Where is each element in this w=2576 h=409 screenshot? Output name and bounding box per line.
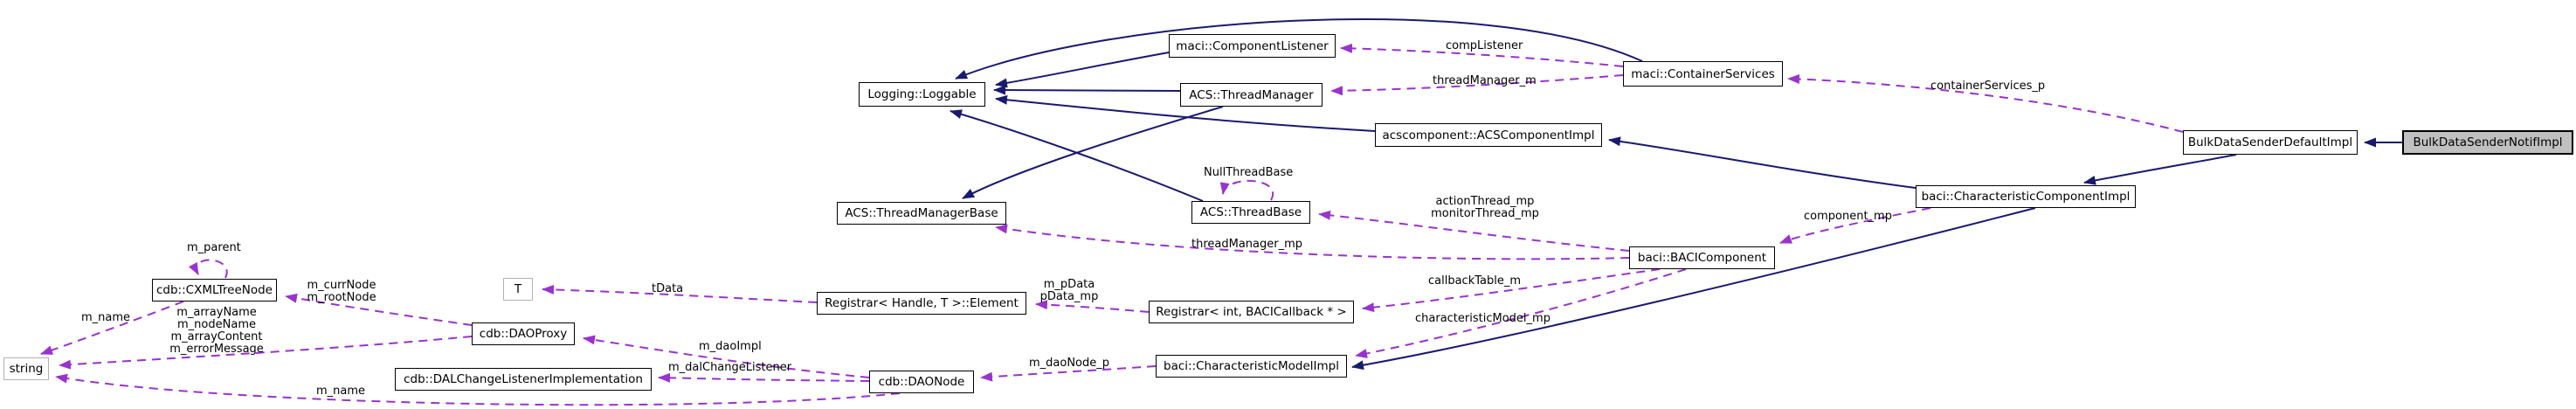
edge-label-mdaonode-p: m_daoNode_p <box>1029 357 1110 370</box>
edge-label-characteristicmodel-mp: characteristicModel_mp <box>1415 312 1550 325</box>
edge-usage-mname-daonode <box>55 373 901 406</box>
node-acs-thread-manager[interactable]: ACS::ThreadManager <box>1180 83 1323 107</box>
edge-label-mdaoimpl: m_daoImpl <box>699 340 762 353</box>
edge-inherit-characteristiccomponentimpl-to-characteristicmodelimpl <box>1351 207 2036 371</box>
edge-inherit-characteristiccomponentimpl-to-acscomponentimpl <box>1608 136 1916 189</box>
node-baci-characteristic-model-impl[interactable]: baci::CharacteristicModelImpl <box>1156 355 1347 378</box>
edge-usage-tdata <box>542 284 818 303</box>
edge-label-component-mp: component_mp <box>1804 210 1892 223</box>
node-bulk-data-sender-notif-impl: BulkDataSenderNotifImpl <box>2402 130 2573 155</box>
edge-label-mparent: m_parent <box>187 241 241 254</box>
edge-label-marrayname: m_arrayName <box>176 306 257 319</box>
edge-label-pdatamp: pData_mp <box>1039 290 1099 303</box>
edge-usage-complistener <box>1340 43 1624 67</box>
node-registrar-int-bacicallback[interactable]: Registrar< int, BACICallback * > <box>1149 301 1354 323</box>
edge-label-merrormessage: m_errorMessage <box>169 343 264 356</box>
node-baci-characteristic-component-impl[interactable]: baci::CharacteristicComponentImpl <box>1916 185 2136 208</box>
edge-label-actionthread-monitorthread: actionThread_mp monitorThread_mp <box>1424 196 1546 220</box>
node-acs-thread-manager-base[interactable]: ACS::ThreadManagerBase <box>837 202 1006 225</box>
edge-label-complistener: compListener <box>1446 39 1523 52</box>
node-bulk-data-sender-default-impl[interactable]: BulkDataSenderDefaultImpl <box>2183 130 2358 155</box>
edge-label-containerservices-p: containerServices_p <box>1930 80 2046 93</box>
edge-label-mdalchangelistener: m_dalChangeListener <box>668 361 792 374</box>
edge-inherit-threadmanager-to-loggable <box>993 85 1181 95</box>
edge-label-mpdata: m_pData <box>1043 278 1095 291</box>
edge-inherit-componentlistener-to-loggable <box>995 52 1170 88</box>
node-cdb-dao-node[interactable]: cdb::DAONode <box>869 371 974 393</box>
edge-label-mrootnode: m_rootNode <box>307 291 376 304</box>
edge-usage-component-mp <box>1779 207 1931 244</box>
edge-label-mname-tree: m_name <box>81 311 131 324</box>
node-maci-component-listener[interactable]: maci::ComponentListener <box>1169 34 1336 58</box>
node-cdb-dao-proxy[interactable]: cdb::DAOProxy <box>472 322 575 345</box>
node-maci-container-services[interactable]: maci::ContainerServices <box>1623 61 1783 87</box>
edge-label-marraycontent: m_arrayContent <box>170 330 263 343</box>
edge-label-mcurrnode: m_currNode <box>307 279 376 292</box>
edge-label-threadmanager-m: threadManager_m <box>1433 74 1537 87</box>
edge-label-mcurrnode-mrootnode: m_currNode m_rootNode <box>304 280 379 304</box>
edge-label-mname-daonode: m_name <box>316 385 366 398</box>
edge-label-nullthreadbase: NullThreadBase <box>1204 166 1294 179</box>
edge-usage-threadmanager-mp <box>995 224 1630 260</box>
node-cdb-cxml-tree-node[interactable]: cdb::CXMLTreeNode <box>152 279 277 302</box>
edge-usage-mdalchangelistener <box>658 372 870 383</box>
edge-usage-mdaoimpl <box>583 335 870 378</box>
edge-usage-mdaonode-p <box>980 365 1157 382</box>
edge-label-daoproxy-strings: m_arrayName m_nodeName m_arrayContent m_… <box>166 307 267 356</box>
node-template-t: T <box>503 278 533 301</box>
edge-inherit-containerservices-to-loggable <box>955 17 1643 80</box>
edge-label-monitorthread-mp: monitorThread_mp <box>1431 207 1539 220</box>
edge-usage-mcurrnode-mrootnode <box>285 293 473 326</box>
edge-label-actionthread-mp: actionThread_mp <box>1435 195 1535 208</box>
edge-usage-characteristicmodel-mp <box>1355 268 1687 358</box>
edge-usage-threadmanager-m <box>1330 74 1624 96</box>
node-acscomponent-acs-component-impl[interactable]: acscomponent::ACSComponentImpl <box>1375 123 1602 147</box>
node-string: string <box>3 357 49 380</box>
edge-usage-containerservices-p <box>1787 73 2184 133</box>
node-logging-loggable[interactable]: Logging::Loggable <box>859 82 985 107</box>
edge-usage-actionthread-monitorthread <box>1318 210 1630 252</box>
edge-label-mnodename: m_nodeName <box>177 318 256 331</box>
node-baci-baci-component[interactable]: baci::BACIComponent <box>1629 246 1775 269</box>
edge-label-threadmanager-mp: threadManager_mp <box>1191 238 1303 251</box>
edge-inherit-acscomponentimpl-to-loggable <box>995 94 1376 132</box>
edge-usage-nullthreadbase-selfloop <box>1219 179 1274 201</box>
node-acs-thread-base[interactable]: ACS::ThreadBase <box>1191 201 1310 224</box>
edge-label-callbacktable-m: callbackTable_m <box>1428 274 1522 288</box>
edge-inherit-threadmanager-to-threadmanagerbase <box>962 106 1224 199</box>
edge-usage-mpdata <box>1035 300 1150 313</box>
edge-inherit-defaultimpl-to-characteristiccomponentimpl <box>2083 154 2237 185</box>
edge-usage-daoproxy-strings <box>59 336 473 370</box>
node-cdb-dal-change-listener-implementation[interactable]: cdb::DALChangeListenerImplementation <box>395 368 652 391</box>
edge-usage-mparent-selfloop <box>188 259 228 279</box>
node-registrar-handle-t-element[interactable]: Registrar< Handle, T >::Element <box>817 292 1026 315</box>
edge-usage-mname-treenode <box>40 301 184 355</box>
edge-inherit-threadbase-to-loggable <box>950 109 1204 202</box>
edge-label-tdata: tData <box>652 282 684 295</box>
edge-label-mpdata-pdatamp: m_pData pData_mp <box>1024 279 1115 303</box>
